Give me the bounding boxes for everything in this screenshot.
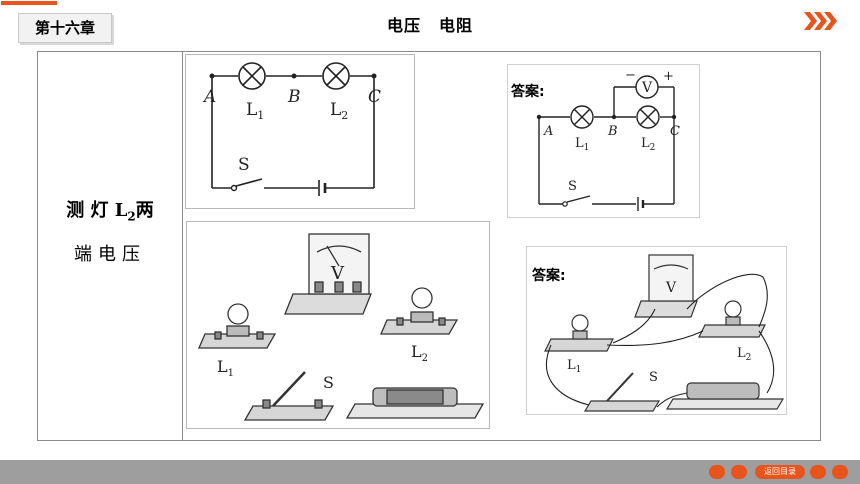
svg-text:S: S [568, 179, 577, 194]
devices-diagram: V L1 L2 S [186, 221, 490, 429]
meter-plus-label: + [663, 69, 674, 84]
meter-minus-label: − [625, 68, 636, 83]
node-b-label: B [287, 87, 301, 107]
svg-text:L1: L1 [567, 358, 581, 375]
lamp-l2-icon [322, 62, 350, 90]
back-to-contents-button[interactable]: 返回目录 [755, 465, 805, 479]
title-part-voltage: 电压 [386, 16, 421, 35]
voltmeter-icon [635, 75, 659, 99]
node-c-label: C [368, 87, 381, 107]
circuit-diagram: A B C L1 L2 S [185, 54, 415, 209]
answer-tag-2: 答案: [532, 268, 566, 284]
svg-text:C: C [670, 124, 680, 139]
next-page-button[interactable] [810, 465, 826, 479]
first-page-button[interactable] [709, 465, 725, 479]
svg-text:L2: L2 [411, 342, 428, 364]
svg-text:L2: L2 [641, 136, 655, 153]
lamp-l1-icon [238, 62, 266, 90]
answer-circuit-diagram: 答案: V − [507, 64, 700, 218]
svg-text:A: A [543, 124, 553, 139]
switch-label: S [238, 155, 250, 175]
voltmeter-label: V [330, 263, 345, 284]
task-label: 测 灯 L2两 端电压 [38, 192, 182, 274]
task-line-2: 端电压 [74, 243, 146, 265]
svg-text:L1: L1 [217, 357, 234, 379]
answer-tag-1: 答案: [511, 84, 545, 100]
svg-text:L1: L1 [575, 136, 589, 153]
node-a-label: A [202, 87, 216, 107]
next-chevrons-icon[interactable] [802, 10, 838, 32]
footer-bar: 返回目录 [0, 460, 860, 484]
chapter-label: 第十六章 [34, 19, 95, 37]
switch-device-icon [243, 371, 335, 421]
page-title: 电压电阻 [0, 12, 860, 36]
svg-text:L2: L2 [737, 346, 751, 363]
content-table: 测 灯 L2两 端电压 [37, 51, 821, 441]
svg-text:B: B [607, 124, 618, 139]
column-divider [182, 52, 183, 440]
prev-page-button[interactable] [731, 465, 747, 479]
voltmeter-device-icon [284, 233, 372, 315]
svg-text:V: V [665, 280, 677, 296]
lamp1-device-icon [198, 303, 277, 349]
answer-meter-label: V [641, 80, 653, 96]
svg-text:S: S [323, 373, 334, 392]
answer-wiring-diagram: 答案: V L1 L2 S [526, 246, 787, 415]
chapter-badge: 第十六章 [1, 1, 112, 43]
title-part-resistance: 电阻 [439, 16, 474, 35]
svg-text:S: S [649, 370, 658, 385]
last-page-button[interactable] [832, 465, 848, 479]
lamp2-device-icon [380, 287, 459, 335]
lamp1-label: L1 [246, 100, 264, 122]
lamp2-label: L2 [330, 100, 348, 122]
battery-device-icon [345, 387, 485, 419]
task-line-1: 测 灯 L2两 [66, 200, 154, 224]
